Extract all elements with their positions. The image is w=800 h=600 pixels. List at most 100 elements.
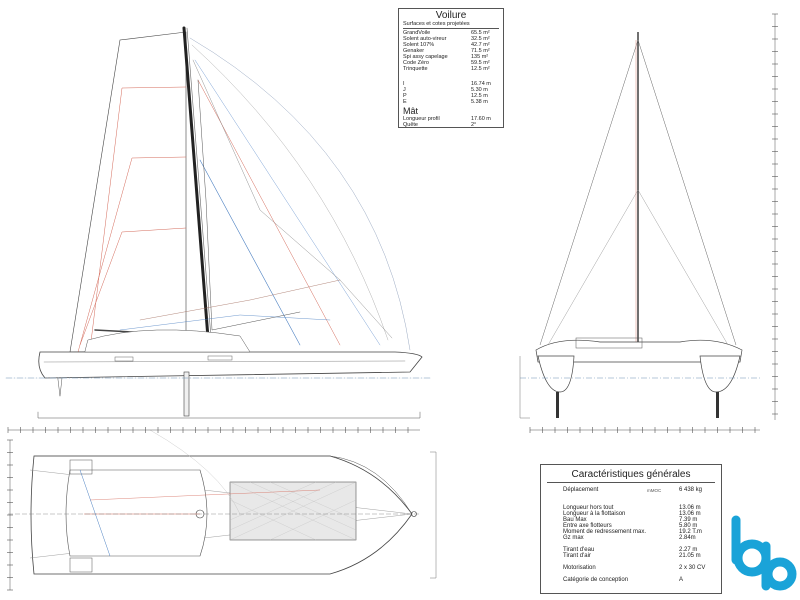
engine-row: Motorisation 2 x 30 CV: [563, 565, 719, 572]
front-daggerboard-right: [716, 392, 719, 418]
foot-lines: [139, 279, 341, 321]
lower-shroud-right: [637, 189, 729, 346]
mast-row: Quête 2°: [403, 122, 499, 128]
sail-table-rule: [403, 28, 499, 29]
rig-row: E 5.38 m: [403, 99, 499, 105]
front-daggerboard-left: [556, 392, 559, 418]
engine-label: Motorisation: [563, 565, 596, 571]
front-float-left: [537, 355, 575, 393]
sail-row: Solent 107%42.7 m²: [403, 42, 499, 48]
front-draft-dimension: [519, 356, 530, 419]
dimension-label: Bau Max: [563, 517, 587, 523]
mast-edge: [186, 27, 212, 339]
sail-label: Trinquette: [403, 66, 428, 72]
category-value: A: [679, 577, 684, 583]
rig-row: I 16.74 m: [403, 81, 499, 87]
dimension-value: 13.06 m: [679, 505, 701, 511]
sail-row: Genaker 71.5 m²: [403, 48, 499, 54]
sail-label: GrandVoile: [403, 30, 431, 36]
plan-cockpit: [65, 469, 208, 557]
dimension-value: 5.80 m: [679, 523, 698, 529]
mainsail-reef-lines: [89, 86, 187, 351]
dimension-value: 19.2 T.m: [679, 529, 702, 535]
plan-view: [8, 429, 437, 579]
rig-label: E: [403, 99, 407, 105]
rig-value: 5.30 m: [471, 87, 488, 93]
sail-area-table: Voilure Surfaces et cotes projetées Gran…: [398, 8, 504, 128]
mast-label: Quête: [403, 122, 418, 128]
sail-value: 135 m²: [471, 54, 489, 60]
foot-lines-2: [119, 314, 331, 331]
dimension-row: Longueur à la flottaison 13.06 m: [563, 511, 719, 518]
plan-arc: [149, 429, 241, 515]
plan-sheet-blue: [79, 469, 111, 557]
trinquette-luff: [199, 159, 301, 346]
engine-value: 2 x 30 CV: [679, 565, 706, 571]
cabin-roof: [84, 329, 251, 353]
dimension-label: Longueur hors tout: [563, 505, 614, 511]
general-characteristics-table: Caractéristiques générales Déplacement m…: [540, 464, 722, 594]
dimension-label: Moment de redressement max.: [563, 529, 647, 535]
dimension-row: Longueur hors tout 13.06 m: [563, 505, 719, 512]
hull-window-2: [207, 355, 233, 361]
sail-table-subtitle: Surfaces et cotes projetées: [403, 21, 470, 27]
brand-logo-icon: [731, 515, 797, 591]
displacement-row: Déplacement mMOC 6 438 kg: [563, 487, 719, 494]
genaker-outline: [191, 44, 389, 341]
sail-value: 71.5 m²: [471, 48, 490, 54]
plan-helm-left: [69, 459, 93, 475]
dimension-label: Entre axe flotteurs: [563, 523, 612, 529]
solent-luff: [197, 79, 341, 346]
rig-value: 5.38 m: [471, 99, 488, 105]
lower-shroud-left: [547, 189, 639, 346]
sail-row: GrandVoile 65.5 m²: [403, 30, 499, 36]
dimension-value: 2.84m: [679, 535, 696, 541]
plan-helm-right: [69, 557, 93, 573]
draft-value: 2.27 m: [679, 547, 698, 553]
length-dimension: [37, 411, 421, 419]
sail-label: Genaker: [403, 48, 425, 54]
dimension-label: Longueur à la flottaison: [563, 511, 626, 517]
dimension-row: Entre axe flotteurs 5.80 m: [563, 523, 719, 530]
draft-value: 21.05 m: [679, 553, 701, 559]
rig-value: 16.74 m: [471, 81, 491, 87]
carac-title: Caractéristiques générales: [571, 469, 691, 480]
front-elevation: [519, 32, 760, 419]
displacement-unit: mMOC: [647, 488, 662, 493]
mainsail-reef-lines-3: [79, 227, 187, 346]
carac-rule: [547, 482, 715, 483]
mast-label: Longueur profil: [403, 116, 440, 122]
hull-side: [38, 351, 423, 379]
mainsail-outline: [69, 31, 187, 353]
plan-beam-dimension: [430, 451, 437, 579]
scale-ticks: [7, 13, 778, 591]
mast-value: 2°: [471, 122, 477, 128]
sail-value: 65.5 m²: [471, 30, 490, 36]
front-cabin: [575, 337, 643, 349]
mast-title: Mât: [403, 106, 419, 116]
rig-label: I: [403, 81, 405, 87]
front-hull-bridge: [535, 339, 743, 363]
sail-label: Solent 107%: [403, 42, 435, 48]
sail-value: 32.5 m²: [471, 36, 490, 42]
solent-leech: [197, 79, 301, 331]
rig-value: 12.5 m: [471, 93, 488, 99]
sail-value: 59.5 m²: [471, 60, 490, 66]
dimension-value: 13.06 m: [679, 511, 701, 517]
deckline: [43, 360, 406, 363]
hull-window: [114, 356, 134, 362]
daggerboard: [183, 371, 190, 417]
draft-label: Tirant d'eau: [563, 547, 595, 553]
